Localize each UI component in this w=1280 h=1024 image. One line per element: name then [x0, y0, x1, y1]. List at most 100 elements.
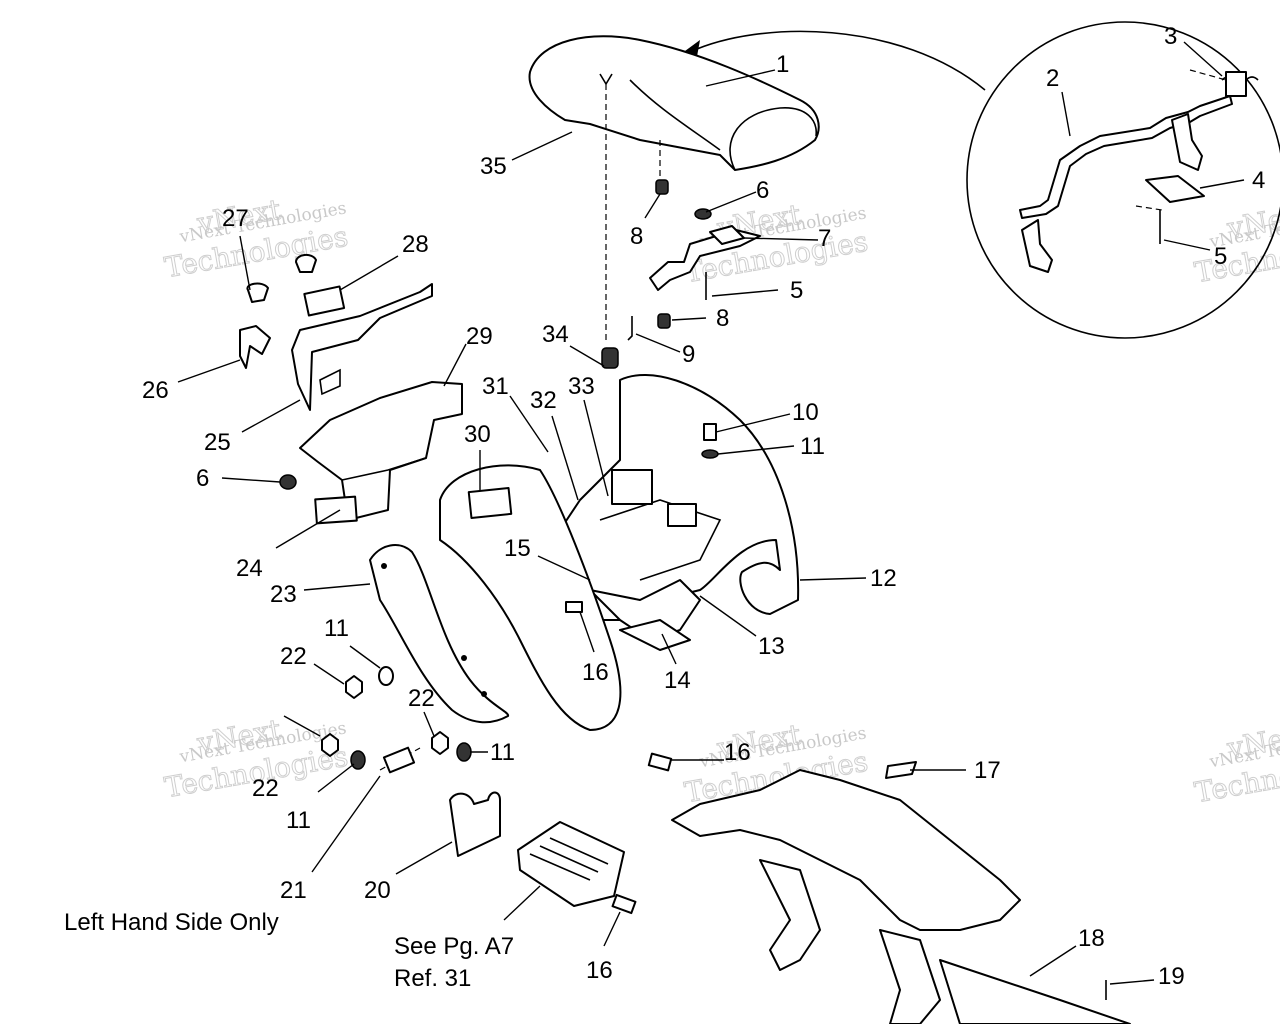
- spacer-block: [382, 746, 416, 774]
- grommet-34: [601, 347, 619, 369]
- callout-15: 15: [504, 535, 531, 562]
- washer-11c: [350, 750, 366, 770]
- callout-4: 4: [1252, 167, 1265, 194]
- callout-3: 3: [1164, 23, 1177, 50]
- callout-12: 12: [870, 565, 897, 592]
- seat: [528, 35, 820, 340]
- bolt-10: [703, 423, 717, 441]
- rear-fender-12: [519, 374, 800, 621]
- callout-6: 6: [756, 177, 769, 204]
- fender-block: [611, 469, 653, 505]
- callout-2: 2: [1046, 65, 1059, 92]
- callout-28: 28: [402, 231, 429, 258]
- callout-11: 11: [286, 807, 311, 834]
- storage-box-assembly: [239, 254, 463, 525]
- bolt-16: [647, 752, 673, 772]
- see-page-ref: Ref. 31: [394, 965, 471, 992]
- latch-plate: [1145, 175, 1205, 203]
- seat-latch-bracket: [1019, 95, 1233, 219]
- hole: [481, 691, 487, 697]
- callout-8: 8: [716, 305, 729, 332]
- spring-body: [1225, 71, 1247, 97]
- clip-27b: [295, 254, 317, 273]
- fasteners: [321, 423, 719, 915]
- callout-29: 29: [466, 323, 493, 350]
- callout-19: 19: [1158, 963, 1185, 990]
- storage-box-29: [299, 381, 463, 521]
- washer-11b: [456, 742, 472, 762]
- callout-31: 31: [482, 373, 509, 400]
- bolt-15: [565, 601, 583, 613]
- callout-11: 11: [324, 615, 349, 642]
- box-edge: [341, 457, 427, 481]
- nut-22c: [321, 733, 339, 757]
- bolt-16b: [611, 893, 637, 915]
- callout-32: 32: [530, 387, 557, 414]
- callout-16: 16: [724, 739, 751, 766]
- frame-leg: [879, 929, 941, 1024]
- callout-26: 26: [142, 377, 169, 404]
- fender-floor: [599, 499, 722, 581]
- callout-10: 10: [792, 399, 819, 426]
- callout-23: 23: [270, 581, 297, 608]
- notes: Left Hand Side Only See Pg. A7 Ref. 31: [64, 909, 514, 992]
- bracket-20: [449, 791, 501, 857]
- latch-hook-left: [1021, 219, 1053, 273]
- seat-shape: [528, 35, 820, 171]
- hole: [461, 655, 467, 661]
- left-hand-side-note: Left Hand Side Only: [64, 909, 279, 936]
- grommet-8-top: [655, 179, 669, 195]
- detail-dash: [1189, 69, 1227, 81]
- footrest-assembly: [449, 791, 625, 907]
- hole: [381, 563, 387, 569]
- latch-hook-right: [1171, 113, 1203, 171]
- decal-24: [314, 495, 358, 525]
- callout-9: 9: [682, 341, 695, 368]
- callout-27: 27: [222, 205, 249, 232]
- callout-16: 16: [586, 957, 613, 984]
- mud-flap-13: [589, 579, 701, 641]
- leader-lines: [177, 41, 1245, 985]
- callout-22: 22: [252, 775, 279, 802]
- callout-16: 16: [582, 659, 609, 686]
- callout-6: 6: [196, 465, 209, 492]
- lid-slot: [319, 368, 341, 396]
- detail-dash: [1135, 205, 1163, 211]
- callout-33: 33: [568, 373, 595, 400]
- frame-leg: [759, 859, 821, 971]
- callout-25: 25: [204, 429, 231, 456]
- latch-26: [239, 325, 271, 369]
- frame-assembly: [671, 761, 1131, 1024]
- seat-rear-curve: [729, 107, 817, 171]
- washer-11a: [378, 666, 394, 686]
- clip-27a: [246, 282, 269, 303]
- nut-22b: [431, 731, 449, 755]
- callout-labels: 1 2 3 4 5 5 6 6 7 8 8 9 10 11 11 11 11 1…: [142, 23, 1265, 990]
- callout-34: 34: [542, 321, 569, 348]
- decal-28: [303, 285, 346, 317]
- footrest-grid: [529, 837, 609, 881]
- callout-1: 1: [776, 51, 789, 78]
- nut-22a: [345, 675, 363, 699]
- callout-11: 11: [800, 433, 825, 460]
- washer-11: [701, 449, 719, 459]
- callout-35: 35: [480, 153, 507, 180]
- callout-13: 13: [758, 633, 785, 660]
- seat-bracket: [649, 229, 761, 291]
- rear-fender-assembly: [369, 374, 800, 731]
- seat-crease: [629, 79, 721, 151]
- callout-5: 5: [790, 277, 803, 304]
- callout-8: 8: [630, 223, 643, 250]
- frame-rail: [939, 959, 1131, 1024]
- callout-22: 22: [280, 643, 307, 670]
- callout-21: 21: [280, 877, 307, 904]
- washer-6-box: [279, 474, 297, 490]
- left-fender-30: [439, 464, 622, 731]
- callout-18: 18: [1078, 925, 1105, 952]
- decal-17: [885, 761, 917, 779]
- callout-5: 5: [1214, 243, 1227, 270]
- inner-flap-23: [369, 544, 509, 724]
- footrest-plate: [517, 821, 625, 907]
- decal-30: [467, 486, 513, 520]
- toolbox-lid-25: [291, 283, 433, 411]
